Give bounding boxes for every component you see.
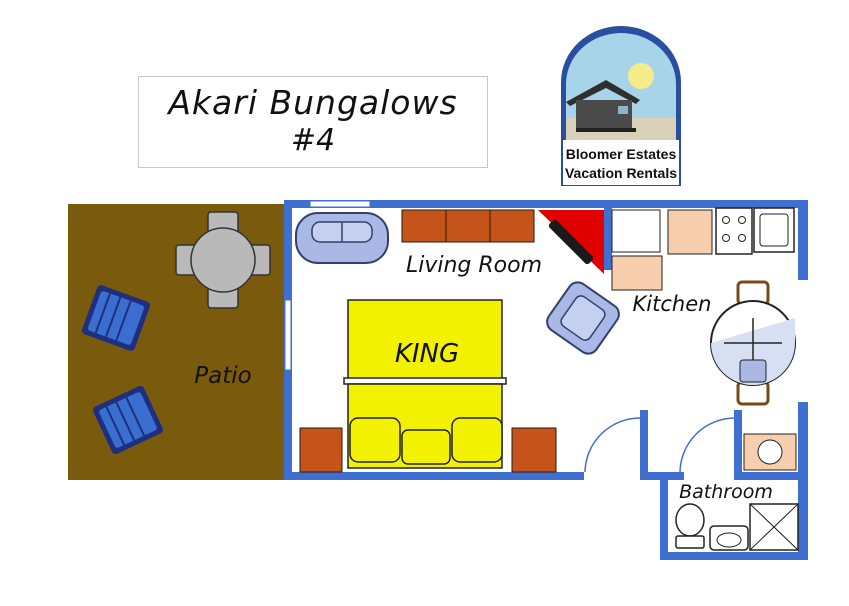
label-bed: KING [395, 339, 459, 369]
label-patio: Patio [194, 363, 251, 389]
sun-icon [628, 63, 654, 89]
patio-chair-top [81, 285, 151, 351]
title-line-1: Akari Bungalows [168, 83, 458, 122]
title-line-2: #4 [290, 123, 336, 158]
nightstand-left [299, 427, 343, 473]
kitchen-counter-left [611, 255, 663, 291]
toilet-icon [675, 503, 705, 549]
king-bed [343, 299, 507, 469]
stove-icon [715, 207, 753, 255]
dining-set [710, 280, 796, 406]
fridge [611, 209, 661, 253]
sink-icon [753, 207, 795, 253]
bungalow-icon [566, 80, 640, 132]
logo-line-1: Bloomer Estates [566, 146, 677, 162]
media-cabinet [401, 209, 535, 243]
logo: Bloomer Estates Vacation Rentals [561, 26, 681, 186]
bath-sink-icon [709, 525, 749, 551]
kitchen-counter-top [667, 209, 713, 255]
nightstand-right [511, 427, 557, 473]
tv-stand [538, 210, 604, 274]
title-box: Akari Bungalows #4 [138, 76, 488, 168]
tv-icon [548, 219, 594, 265]
label-bathroom: Bathroom [679, 481, 773, 503]
label-living-room: Living Room [406, 253, 542, 278]
patio-table [175, 211, 271, 309]
windows [284, 200, 371, 371]
logo-line-2: Vacation Rentals [565, 165, 677, 181]
patio-chair-bottom [92, 385, 164, 455]
sofa [295, 212, 389, 264]
doors [584, 417, 735, 473]
armchair [546, 281, 620, 355]
bathroom-sink-counter [743, 433, 797, 471]
shower-icon [749, 503, 799, 551]
logo-text-panel [563, 140, 679, 185]
label-kitchen: Kitchen [633, 292, 712, 316]
